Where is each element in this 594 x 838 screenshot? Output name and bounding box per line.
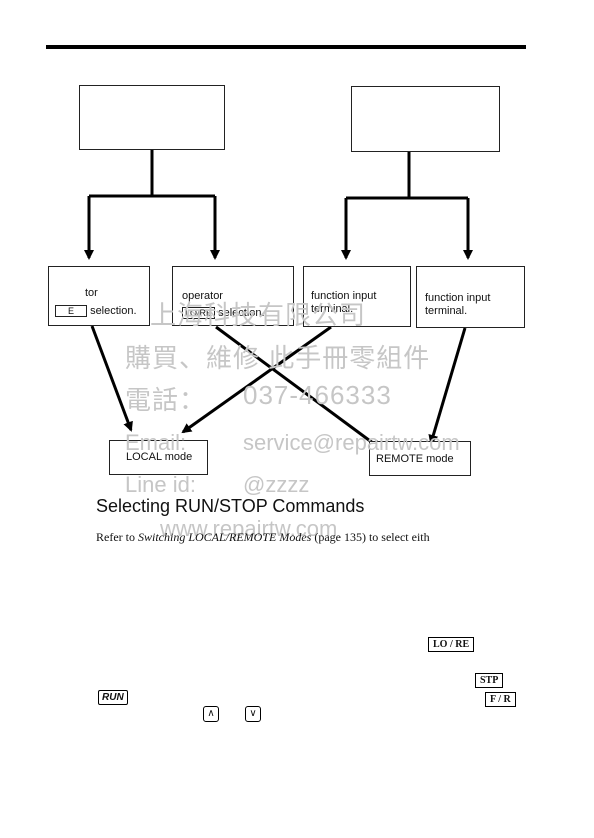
up-arrow-key-icon: ∧ [203,706,219,722]
watermark-phone-label: 電話： [125,385,207,415]
watermark-company: 上海科技有限公司 [150,300,367,330]
remote-mode-label: REMOTE mode [376,453,454,465]
box1-prefix: tor [85,287,98,299]
arrow-box4-to-remote [428,327,467,445]
box2-prefix: operator [182,290,223,302]
box2-suffix: selection. [218,307,265,319]
arrow-box2-to-remote [215,325,383,451]
remote-mode-box: REMOTE mode [369,441,471,476]
f-r-key-glyph: F / R [485,692,516,707]
watermark-phone: 037-466333 [243,380,392,410]
box1-suffix: selection. [90,305,137,317]
box3-line1: function input [311,290,377,302]
cross-reference-link[interactable]: Switching LOCAL/REMOTE Modes [137,530,312,544]
box3-line2: terminal. [311,303,354,315]
stp-key-glyph: STP [475,673,504,688]
box4-line2: terminal. [425,305,468,317]
source-box-left [79,85,225,150]
arrow-box3-to-local [181,325,332,434]
watermark-url: www.repairtw.com [160,516,338,541]
local-mode-box: LOCAL mode [109,440,208,475]
top-rule [46,45,526,49]
watermark-line-label: Line id: [125,472,196,497]
section-heading: Selecting RUN/STOP Commands [96,496,365,516]
watermark-email-label: Email: [125,430,187,455]
lo-re-key: LO/RE [182,307,216,319]
local-op-key: E [55,305,87,317]
arrow-box1-to-local [90,325,133,432]
section-paragraph: Refer to Switching LOCAL/REMOTE Modes (p… [96,530,430,544]
watermark-email: service@repairtw.com [243,430,460,455]
local-mode-label: LOCAL mode [126,451,193,463]
watermark-service: 購買、維修 此手冊零組件 [125,343,431,373]
watermark-line-id: @zzzz [243,472,310,497]
run-key-glyph: RUN [98,690,128,705]
box-remote-terminal: function input terminal. [416,266,525,328]
down-arrow-key-icon: ∨ [245,706,261,722]
box4-line1: function input [425,292,491,304]
source-box-right [351,86,500,152]
box-local-terminal: function input terminal. [303,266,411,327]
box-local-operator: tor E selection. [48,266,150,326]
box-remote-operator: operator LO/RE selection. [172,266,294,326]
lo-re-key-glyph: LO / RE [428,637,475,652]
